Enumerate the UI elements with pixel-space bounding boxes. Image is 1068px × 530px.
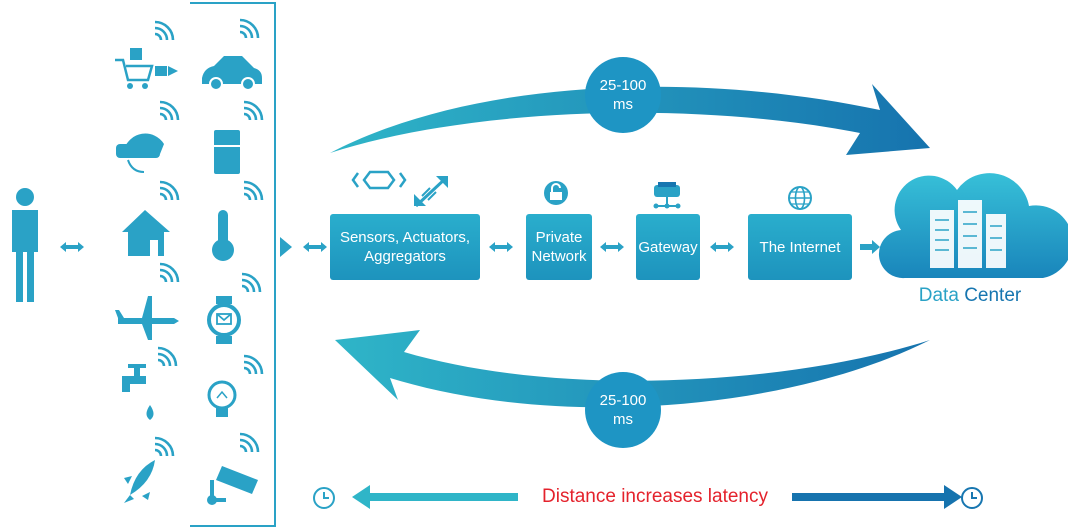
light-bulb-icon — [207, 354, 264, 417]
private-network-label: Private Network — [531, 229, 587, 265]
rocket-icon — [124, 436, 175, 503]
bottom-latency-arrow — [335, 330, 930, 408]
gateway-label: Gateway — [638, 238, 698, 256]
top-latency-arrow — [330, 84, 930, 155]
latency-bottom-label: 25-100 ms — [599, 392, 647, 428]
arrow-internet-datacenter — [860, 240, 880, 254]
latency-circle-bottom: 25-100 ms — [585, 372, 661, 448]
latency-circle-bottom-bg — [585, 372, 661, 448]
shopping-cart-icon — [115, 20, 178, 89]
sensors-actuators-box: Sensors, Actuators, Aggregators — [330, 214, 480, 280]
distance-latency-label: Distance increases latency — [542, 486, 768, 507]
data-center-cloud — [878, 173, 1068, 279]
expand-arrows-icon — [414, 176, 448, 208]
sensors-box-bg — [330, 214, 480, 280]
distance-arrow — [352, 485, 962, 509]
latency-top-label: 25-100 ms — [599, 77, 647, 113]
hexagon-chevrons-icon — [351, 170, 407, 190]
private-network-box-bg — [526, 214, 592, 280]
security-camera-icon — [207, 432, 260, 505]
vr-headset-icon — [116, 100, 180, 173]
data-center-label: Data Center — [900, 285, 1040, 307]
device-group-bracket — [190, 2, 276, 527]
router-icon — [653, 182, 681, 209]
internet-label: The Internet — [759, 238, 841, 256]
bracket-pointer — [280, 237, 292, 257]
smartwatch-icon — [207, 272, 262, 344]
person-icon — [12, 188, 38, 302]
clock-icon-left — [313, 487, 335, 509]
latency-circle-top-bg — [585, 57, 661, 133]
house-icon — [122, 180, 180, 256]
internet-box: The Internet — [748, 214, 852, 280]
sensors-actuators-label: Sensors, Actuators, Aggregators — [339, 229, 471, 265]
gateway-box-bg — [636, 214, 700, 280]
latency-circle-top: 25-100 ms — [585, 57, 661, 133]
person-devices-arrow — [60, 242, 84, 252]
lock-icon — [544, 181, 568, 205]
arrow-sensors-private — [489, 242, 513, 252]
thermometer-icon — [212, 180, 264, 261]
car-icon — [202, 18, 262, 91]
data-center-label-part1: Data — [918, 285, 959, 306]
arrow-bracket-sensors — [303, 242, 327, 252]
data-center-label-part2: Center — [964, 285, 1022, 306]
gateway-box: Gateway — [636, 214, 700, 280]
arrow-gateway-internet — [710, 242, 734, 252]
water-tap-icon — [122, 346, 178, 420]
airplane-icon — [115, 262, 180, 340]
refrigerator-icon — [214, 100, 264, 174]
globe-icon — [788, 186, 812, 210]
clock-icon-right — [961, 487, 983, 509]
arrow-private-gateway — [600, 242, 624, 252]
private-network-box: Private Network — [526, 214, 592, 280]
internet-box-bg — [748, 214, 852, 280]
